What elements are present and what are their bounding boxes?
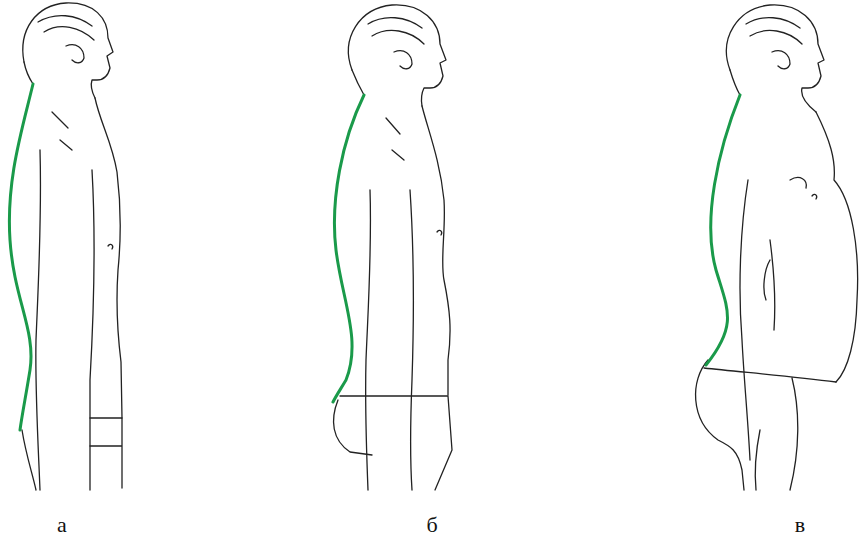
spine-line (9, 84, 33, 430)
shorts (340, 396, 452, 490)
hair-ear (38, 16, 94, 63)
chest (790, 178, 817, 199)
arm-front (410, 190, 413, 490)
panel-letter: в (795, 512, 805, 537)
arm-back (36, 150, 41, 490)
leg (755, 430, 760, 490)
hair-ear (368, 18, 424, 69)
front-outline (816, 112, 858, 382)
nape (730, 70, 740, 95)
figure-slouched (9, 3, 122, 490)
figure-normal (333, 5, 452, 490)
spine-line (706, 95, 740, 365)
hair-ear (746, 18, 802, 69)
front-outline (422, 106, 450, 395)
shorts (90, 418, 122, 488)
nipple (108, 244, 113, 249)
collarbone (52, 112, 72, 150)
figure-obese (696, 5, 858, 490)
head-outline (348, 5, 446, 106)
head-outline (23, 3, 113, 98)
panel-letter-holder: в (795, 512, 805, 538)
collarbone (386, 118, 404, 160)
panel-letter: а (57, 512, 67, 537)
nape (352, 70, 364, 95)
arm-back (740, 180, 750, 460)
panel-letter-holder: б (426, 512, 437, 538)
shorts (704, 368, 836, 490)
arm-front (764, 240, 775, 330)
panel-letter: б (426, 512, 437, 537)
front-outline (95, 98, 122, 418)
arm-back (366, 190, 371, 490)
nape (24, 62, 33, 84)
nipple (437, 230, 442, 235)
buttock (22, 430, 36, 490)
arm-front (90, 170, 94, 490)
panel-letter-holder: а (57, 512, 67, 538)
spine-line (333, 95, 364, 402)
buttock (696, 360, 744, 490)
buttock (334, 400, 372, 455)
